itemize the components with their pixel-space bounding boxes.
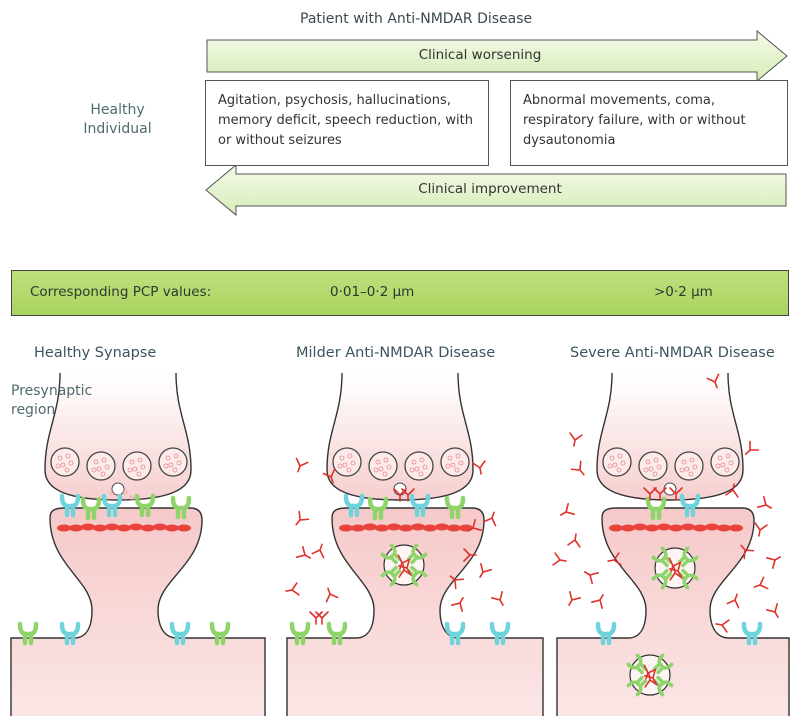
severe-disease-title: Severe Anti-NMDAR Disease — [570, 345, 775, 361]
severe-symptoms-box: Abnormal movements, coma, respiratory fa… — [510, 80, 788, 166]
healthy-individual-line1: Healthy — [90, 102, 145, 118]
patient-heading: Patient with Anti-NMDAR Disease — [300, 11, 533, 27]
worsening-label: Clinical worsening — [418, 47, 542, 63]
presynaptic-line1: Presynaptic — [11, 383, 93, 399]
presynaptic-line2: region — [11, 402, 56, 418]
improvement-label: Clinical improvement — [418, 181, 562, 197]
mild-disease-title: Milder Anti-NMDAR Disease — [296, 345, 496, 361]
mild-synapse-panel — [284, 372, 544, 716]
pcp-label: Corresponding PCP values: — [30, 284, 212, 300]
mild-symptoms-box: Agitation, psychosis, hallucinations, me… — [205, 80, 489, 166]
improvement-arrow — [205, 163, 787, 217]
presynaptic-region-label: Presynaptic region — [11, 382, 92, 420]
healthy-synapse-panel — [10, 372, 266, 716]
healthy-individual-line2: Individual — [83, 121, 152, 137]
severe-synapse-panel — [552, 372, 790, 716]
worsening-arrow — [206, 29, 788, 83]
pcp-severe-value: >0·2 μm — [654, 284, 713, 300]
pcp-values-bar: Corresponding PCP values: 0·01–0·2 μm >0… — [11, 270, 789, 316]
healthy-individual-label: Healthy Individual — [70, 101, 165, 139]
pcp-mild-value: 0·01–0·2 μm — [330, 284, 415, 300]
healthy-synapse-title: Healthy Synapse — [34, 345, 157, 361]
